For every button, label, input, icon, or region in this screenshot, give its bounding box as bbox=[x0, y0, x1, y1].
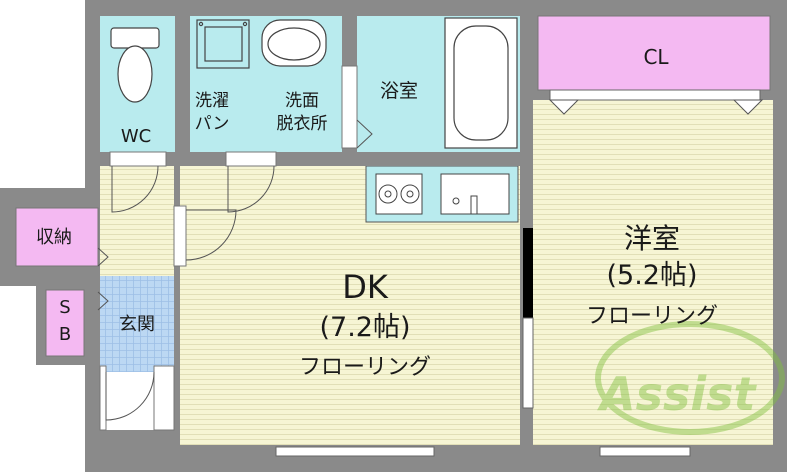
closet-area bbox=[537, 15, 771, 91]
sb-area bbox=[45, 289, 85, 357]
label-dk-name: DK bbox=[342, 268, 389, 306]
washing-machine-icon bbox=[196, 19, 250, 69]
label-washroom-2: 脱衣所 bbox=[277, 114, 328, 134]
watermark-text: Assist bbox=[597, 367, 758, 421]
label-entrance: 玄関 bbox=[119, 314, 155, 335]
sb-door-mark bbox=[97, 291, 109, 311]
closet-door-marks bbox=[548, 99, 764, 115]
sink-icon bbox=[440, 173, 510, 215]
windows bbox=[275, 89, 761, 457]
label-western-name: 洋室 bbox=[624, 222, 680, 255]
assist-logo: Assist bbox=[595, 321, 785, 435]
label-dk-floor: フローリング bbox=[299, 355, 431, 380]
label-closet: CL bbox=[643, 45, 669, 69]
sliding-door-frame bbox=[522, 317, 534, 409]
door-openings bbox=[99, 65, 358, 431]
washbasin-icon bbox=[261, 19, 327, 67]
label-washer-pan-2: パン bbox=[195, 114, 230, 134]
bathtub-icon bbox=[444, 17, 518, 149]
label-washroom-1: 洗面 bbox=[285, 91, 319, 111]
stove-icon bbox=[375, 173, 423, 215]
label-storage: 収納 bbox=[36, 227, 72, 248]
storage-area bbox=[15, 207, 99, 267]
label-sb-2: B bbox=[59, 324, 71, 345]
door-swings bbox=[105, 119, 373, 421]
label-western-floor: フローリング bbox=[586, 304, 718, 329]
label-wc: WC bbox=[121, 126, 151, 147]
label-bath: 浴室 bbox=[380, 80, 418, 102]
label-washer-pan-1: 洗濯 bbox=[195, 91, 229, 111]
hallway-floor bbox=[100, 166, 180, 276]
label-dk-size: (7.2帖) bbox=[319, 312, 410, 343]
label-sb-1: S bbox=[59, 297, 70, 318]
label-western-size: (5.2帖) bbox=[606, 260, 697, 291]
storage-door-mark bbox=[97, 247, 109, 267]
sliding-door bbox=[523, 228, 533, 318]
entrance-tile bbox=[100, 276, 174, 372]
toilet-icon bbox=[110, 27, 160, 103]
western-floor bbox=[533, 100, 773, 445]
